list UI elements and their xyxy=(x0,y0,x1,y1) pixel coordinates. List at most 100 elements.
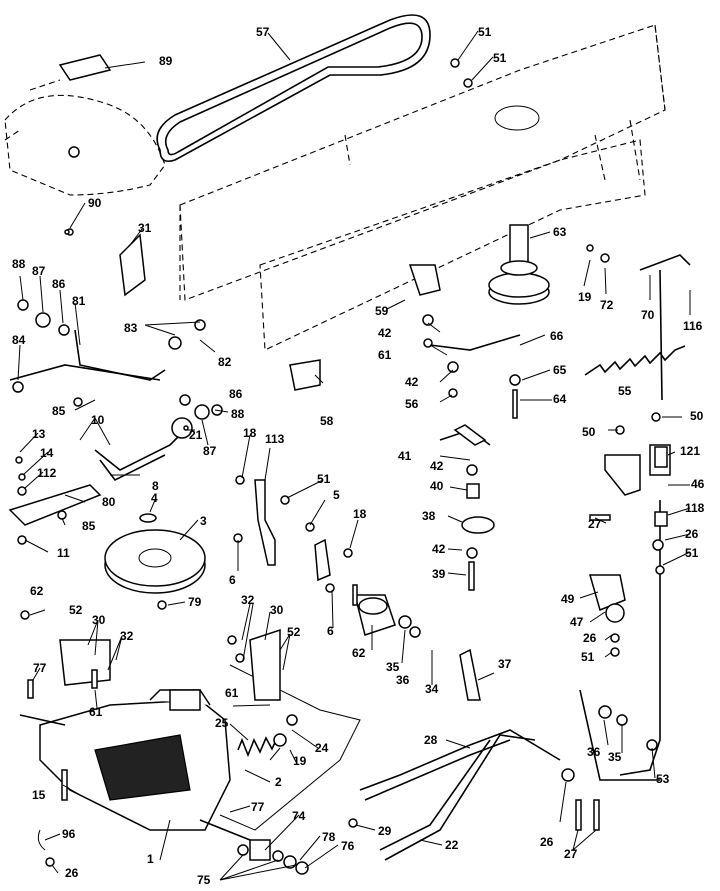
label-112: 112 xyxy=(37,466,57,480)
label-88: 88 xyxy=(231,407,245,421)
label-74: 74 xyxy=(292,809,306,823)
label-27: 27 xyxy=(564,847,578,861)
label-51: 51 xyxy=(581,650,595,664)
label-35: 35 xyxy=(386,660,400,674)
label-52: 52 xyxy=(69,603,83,617)
brackets xyxy=(8,54,671,701)
label-77: 77 xyxy=(251,800,265,814)
label-87: 87 xyxy=(203,444,217,458)
label-50: 50 xyxy=(690,409,704,423)
hardware xyxy=(12,58,668,875)
spring-55 xyxy=(584,345,686,376)
label-19: 19 xyxy=(578,290,592,304)
label-58: 58 xyxy=(320,414,334,428)
label-76: 76 xyxy=(341,839,355,853)
chassis-frame xyxy=(179,24,666,351)
label-61: 61 xyxy=(89,705,103,719)
label-55: 55 xyxy=(618,384,632,398)
label-57: 57 xyxy=(256,25,270,39)
pulley-63 xyxy=(488,224,550,305)
label-6: 6 xyxy=(327,624,334,638)
belt-57 xyxy=(156,14,431,163)
hood-outline xyxy=(4,79,166,196)
label-19: 19 xyxy=(293,754,307,768)
label-6: 6 xyxy=(229,573,236,587)
leader-lines xyxy=(17,30,691,881)
label-18: 18 xyxy=(243,426,257,440)
label-51: 51 xyxy=(478,25,492,39)
label-63: 63 xyxy=(553,225,567,239)
label-81: 81 xyxy=(72,294,86,308)
label-90: 90 xyxy=(88,196,102,210)
label-36: 36 xyxy=(587,745,601,759)
label-13: 13 xyxy=(32,427,46,441)
label-34: 34 xyxy=(425,682,439,696)
label-83: 83 xyxy=(124,321,138,335)
label-42: 42 xyxy=(430,459,444,473)
label-87: 87 xyxy=(32,264,46,278)
label-77: 77 xyxy=(33,661,47,675)
label-30: 30 xyxy=(92,613,106,627)
label-41: 41 xyxy=(398,449,412,463)
label-22: 22 xyxy=(445,838,459,852)
label-32: 32 xyxy=(120,629,134,643)
label-121: 121 xyxy=(680,444,700,458)
label-86: 86 xyxy=(52,277,66,291)
label-26: 26 xyxy=(540,835,554,849)
label-29: 29 xyxy=(378,824,392,838)
label-66: 66 xyxy=(550,329,564,343)
label-56: 56 xyxy=(405,397,419,411)
label-27: 27 xyxy=(588,517,602,531)
label-15: 15 xyxy=(32,788,46,802)
label-113: 113 xyxy=(265,432,285,446)
part-labels: 57 51 51 89 90 31 63 19 72 70 116 88 87 … xyxy=(12,25,705,887)
label-65: 65 xyxy=(553,363,567,377)
label-21: 21 xyxy=(189,428,203,442)
label-4: 4 xyxy=(151,491,158,505)
label-72: 72 xyxy=(600,298,614,312)
label-62: 62 xyxy=(352,646,366,660)
label-3: 3 xyxy=(200,514,207,528)
label-47: 47 xyxy=(570,615,584,629)
label-14: 14 xyxy=(40,446,54,460)
label-64: 64 xyxy=(553,392,567,406)
label-53: 53 xyxy=(656,772,670,786)
label-118: 118 xyxy=(685,501,705,515)
label-42: 42 xyxy=(405,375,419,389)
transaxle-1 xyxy=(19,689,251,841)
label-78: 78 xyxy=(322,830,336,844)
label-37: 37 xyxy=(498,657,512,671)
label-116: 116 xyxy=(683,319,703,333)
label-1: 1 xyxy=(147,852,154,866)
label-61: 61 xyxy=(225,686,239,700)
label-96: 96 xyxy=(62,827,76,841)
label-26: 26 xyxy=(583,631,597,645)
label-79: 79 xyxy=(188,595,202,609)
label-2: 2 xyxy=(275,775,282,789)
label-42: 42 xyxy=(378,326,392,340)
label-80: 80 xyxy=(102,495,116,509)
label-50: 50 xyxy=(582,425,596,439)
label-59: 59 xyxy=(375,304,389,318)
label-75: 75 xyxy=(197,873,211,887)
label-70: 70 xyxy=(641,308,655,322)
spring-25 xyxy=(237,735,279,758)
label-42: 42 xyxy=(432,542,446,556)
label-25: 25 xyxy=(215,716,229,730)
label-24: 24 xyxy=(315,741,329,755)
label-35: 35 xyxy=(608,750,622,764)
label-5: 5 xyxy=(333,488,340,502)
label-28: 28 xyxy=(424,733,438,747)
label-32: 32 xyxy=(241,593,255,607)
label-26: 26 xyxy=(65,866,79,880)
label-51: 51 xyxy=(685,546,699,560)
label-46: 46 xyxy=(691,477,705,491)
label-38: 38 xyxy=(422,509,436,523)
label-8: 8 xyxy=(152,479,159,493)
label-10: 10 xyxy=(91,413,105,427)
label-31: 31 xyxy=(138,221,152,235)
label-30: 30 xyxy=(270,603,284,617)
label-88: 88 xyxy=(12,257,26,271)
label-39: 39 xyxy=(432,567,446,581)
